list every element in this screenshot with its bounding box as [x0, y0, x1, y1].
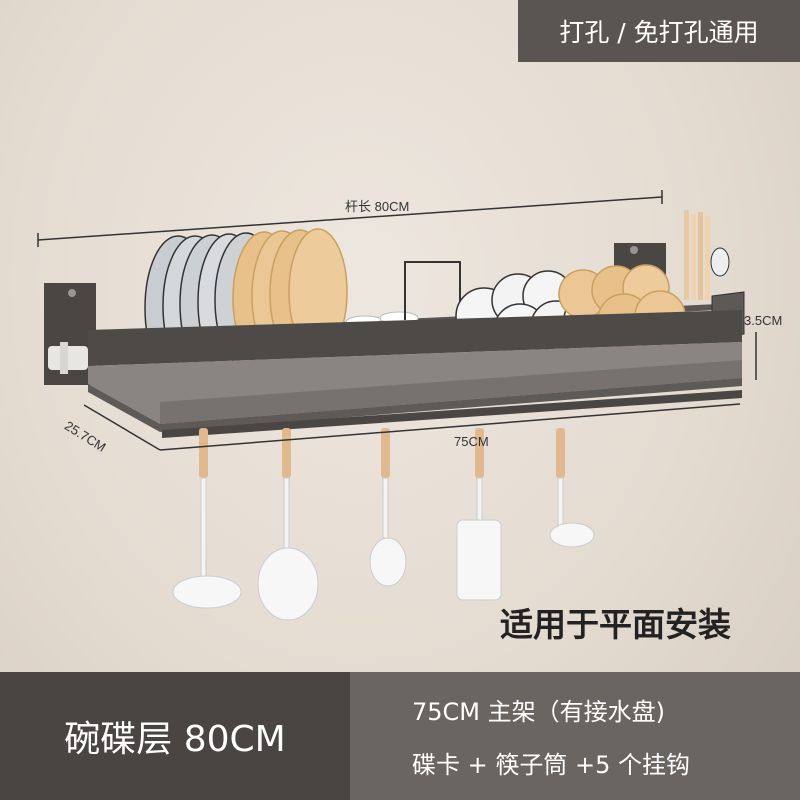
contents-line-2: 碟卡 + 筷子筒 +5 个挂钩 — [412, 751, 691, 779]
depth-dimension-line — [83, 403, 741, 451]
chopsticks — [684, 210, 730, 300]
rod-length-dimension-line — [37, 190, 663, 247]
mounting-badge: 打孔 / 免打孔通用 — [518, 0, 800, 62]
footer: 碗碟层 80CM 75CM 主架（有接水盘) 碟卡 + 筷子筒 +5 个挂钩 — [0, 672, 800, 800]
product-title: 碗碟层 80CM — [0, 672, 350, 800]
product-contents: 75CM 主架（有接水盘) 碟卡 + 筷子筒 +5 个挂钩 — [350, 672, 800, 800]
width-label: 75CM — [454, 434, 489, 449]
tray — [88, 310, 742, 438]
contents-line-1: 75CM 主架（有接水盘) — [412, 698, 665, 726]
installation-caption: 适用于平面安装 — [500, 605, 731, 644]
left-wall-bracket — [44, 283, 96, 385]
hanging-utensils — [172, 428, 595, 621]
rod-length-label: 杆长 80CM — [345, 199, 410, 214]
height-label: 3.5CM — [744, 313, 783, 328]
